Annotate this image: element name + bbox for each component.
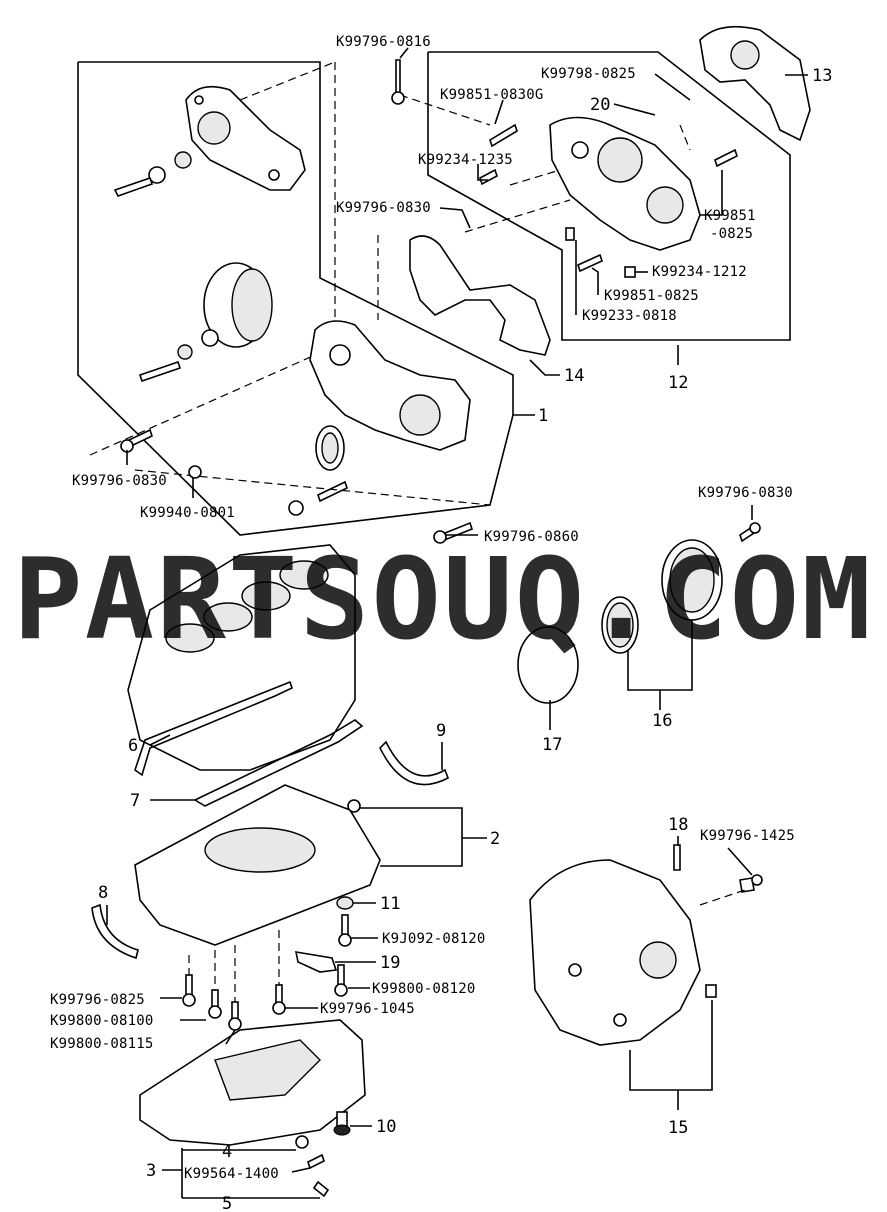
label-k99564-1400: K99564-1400	[184, 1166, 279, 1182]
clutch-housing-15	[529, 859, 717, 1046]
label-k99796-1425: K99796-1425	[700, 828, 795, 844]
label-k99940-0801: K99940-0801	[140, 505, 235, 521]
leader-lines	[106, 47, 808, 1199]
label-k99798-0825: K99798-0825	[541, 66, 636, 82]
callout-4: 4	[222, 1142, 232, 1162]
label-k99851: K99851	[704, 208, 756, 224]
callout-5: 5	[222, 1194, 232, 1212]
callout-1: 1	[538, 406, 548, 426]
plate-13	[699, 25, 811, 142]
label-k99851-0825-suffix: -0825	[710, 226, 753, 242]
label-k99800-08115: K99800-08115	[50, 1036, 154, 1052]
bolt-k99796-0860	[433, 521, 473, 544]
callout-9: 9	[436, 721, 446, 741]
dashes-12	[399, 94, 691, 233]
oil-pan-lower-3	[139, 1019, 366, 1146]
bolt-k99796-0830-left	[120, 428, 153, 453]
front-cover	[288, 320, 471, 516]
callout-10: 10	[376, 1117, 396, 1137]
dashes-oil-pan	[188, 930, 280, 1002]
gasket-17	[517, 626, 579, 704]
label-k99796-0830-right: K99796-0830	[698, 485, 793, 501]
bolt-k99800-08120	[334, 964, 348, 997]
nut-k99940-0801	[188, 465, 202, 479]
bracket-19	[294, 951, 338, 973]
small-parts-4-5	[295, 1135, 330, 1198]
callout-7: 7	[130, 791, 140, 811]
group-12-outline	[427, 51, 791, 341]
washer-11	[336, 896, 354, 910]
bolt-k9j092-08120	[338, 914, 352, 947]
callout-14: 14	[564, 366, 584, 386]
cylinder-block	[127, 544, 356, 771]
label-k99234-1235: K99234-1235	[418, 152, 513, 168]
label-k99796-0830-left: K99796-0830	[72, 473, 167, 489]
part-number-labels: K99796-0816 K99851-0830G K99798-0825 K99…	[50, 34, 795, 1182]
callout-2: 2	[490, 829, 500, 849]
label-k99233-0818: K99233-0818	[582, 308, 677, 324]
callout-11: 11	[380, 894, 400, 914]
callout-15: 15	[668, 1118, 688, 1138]
drain-plug-10	[333, 1111, 351, 1136]
label-k99800-08100: K99800-08100	[50, 1013, 154, 1029]
label-k99234-1212: K99234-1212	[652, 264, 747, 280]
label-k9j092-08120: K9J092-08120	[382, 931, 486, 947]
label-k99796-0860: K99796-0860	[484, 529, 579, 545]
label-k99800-08120: K99800-08120	[372, 981, 476, 997]
callout-20: 20	[590, 95, 610, 115]
group-1-outline	[77, 61, 514, 536]
watermark: PARTSOUQ.COM	[13, 535, 873, 665]
oil-pump-upper	[185, 85, 306, 191]
callout-19: 19	[380, 953, 400, 973]
label-k99796-1045: K99796-1045	[320, 1001, 415, 1017]
bolt-k99796-0816	[391, 59, 405, 105]
label-k99796-0816: K99796-0816	[336, 34, 431, 50]
oil-seal-retainer-16	[601, 522, 761, 654]
gasket-14	[409, 235, 551, 356]
rear-plate	[549, 116, 701, 251]
oil-pump-lower	[138, 262, 273, 383]
callout-17: 17	[542, 735, 562, 755]
callout-8: 8	[98, 883, 108, 903]
callout-13: 13	[812, 66, 832, 86]
label-k99796-0830-top: K99796-0830	[336, 200, 431, 216]
callout-18: 18	[668, 815, 688, 835]
callout-numbers: 1 2 3 4 5 6 7 8 9 10 11 12 13 14 15 16 1…	[98, 66, 832, 1212]
seal-9	[379, 740, 449, 786]
callout-12: 12	[668, 373, 688, 393]
gasket-6	[134, 680, 293, 777]
label-k99796-0825: K99796-0825	[50, 992, 145, 1008]
callout-16: 16	[652, 711, 672, 731]
oil-pan-upper-2	[134, 784, 381, 946]
label-k99851-0825: K99851-0825	[604, 288, 699, 304]
stud-18-bolt-1425	[673, 844, 763, 906]
bolts-lower-left	[182, 974, 286, 1031]
nut-parts-upper	[113, 151, 192, 197]
studs-12	[479, 123, 738, 278]
label-k99851-0830g: K99851-0830G	[440, 87, 544, 103]
callout-3: 3	[146, 1161, 156, 1181]
callout-6: 6	[128, 736, 138, 756]
gasket-7	[193, 719, 364, 807]
seal-8	[91, 903, 139, 960]
